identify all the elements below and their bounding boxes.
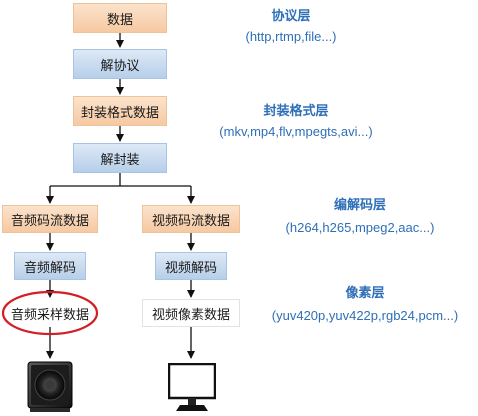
monitor-icon xyxy=(168,363,216,411)
demux-box: 解封装 xyxy=(73,143,167,173)
protocol-decode-box: 解协议 xyxy=(73,49,167,79)
audio-stream-label: 音频码流数据 xyxy=(10,213,89,229)
pixel-layer-annotation: 像素层 (yuv420p,yuv422p,rgb24,pcm...) xyxy=(256,283,474,325)
codec-layer-annotation: 编解码层 (h264,h265,mpeg2,aac...) xyxy=(270,195,450,237)
container-data-label: 封装格式数据 xyxy=(80,105,159,121)
protocol-layer-title: 协议层 xyxy=(271,8,311,23)
codec-layer-title: 编解码层 xyxy=(333,197,386,212)
audio-decode-box: 音频解码 xyxy=(14,252,86,280)
data-box: 数据 xyxy=(73,3,167,33)
demux-label: 解封装 xyxy=(100,152,140,168)
video-decode-box: 视频解码 xyxy=(155,252,227,280)
container-layer-title: 封装格式层 xyxy=(263,103,329,118)
container-data-box: 封装格式数据 xyxy=(73,96,167,126)
container-layer-annotation: 封装格式层 (mkv,mp4,flv,mpegts,avi...) xyxy=(196,101,396,141)
video-stream-box: 视频码流数据 xyxy=(142,205,240,233)
protocol-layer-annotation: 协议层 (http,rtmp,file...) xyxy=(222,6,360,46)
protocol-layer-examples: (http,rtmp,file...) xyxy=(245,29,337,44)
audio-stream-box: 音频码流数据 xyxy=(2,205,98,233)
video-pixels-label: 视频像素数据 xyxy=(151,307,230,323)
audio-samples-box: 音频采样数据 xyxy=(5,299,95,327)
codec-layer-examples: (h264,h265,mpeg2,aac...) xyxy=(285,220,435,235)
highlight-ellipse xyxy=(1,290,99,336)
audio-decode-label: 音频解码 xyxy=(23,260,76,276)
container-layer-examples: (mkv,mp4,flv,mpegts,avi...) xyxy=(219,124,373,139)
protocol-decode-label: 解协议 xyxy=(100,58,140,74)
speaker-icon xyxy=(27,361,73,412)
audio-samples-label: 音频采样数据 xyxy=(10,307,89,323)
data-box-label: 数据 xyxy=(106,12,133,28)
pixel-layer-examples: (yuv420p,yuv422p,rgb24,pcm...) xyxy=(271,308,459,323)
video-pixels-box: 视频像素数据 xyxy=(142,299,240,327)
pixel-layer-title: 像素层 xyxy=(345,285,385,300)
video-decode-label: 视频解码 xyxy=(164,260,217,276)
video-stream-label: 视频码流数据 xyxy=(151,213,230,229)
